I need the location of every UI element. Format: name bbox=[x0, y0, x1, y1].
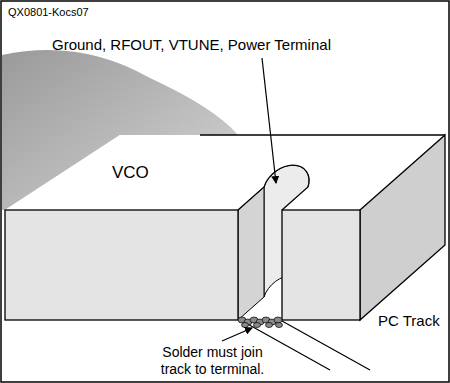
terminal-label: Ground, RFOUT, VTUNE, Power Terminal bbox=[52, 36, 331, 54]
block-front-face bbox=[5, 210, 238, 320]
track-label: PC Track bbox=[378, 312, 440, 330]
figure-id: QX0801-Kocs07 bbox=[8, 6, 89, 19]
solder-joint bbox=[238, 317, 283, 328]
pc-track-edge bbox=[282, 321, 370, 370]
block-front-face bbox=[282, 210, 360, 320]
leader-arrow bbox=[262, 58, 276, 183]
block-side-face bbox=[360, 135, 445, 320]
part-name: VCO bbox=[112, 163, 149, 183]
note-label: Solder must join track to terminal. bbox=[150, 344, 275, 378]
leader-arrow bbox=[222, 328, 252, 341]
top-back-edge bbox=[200, 134, 445, 135]
slot-outline bbox=[238, 165, 309, 210]
